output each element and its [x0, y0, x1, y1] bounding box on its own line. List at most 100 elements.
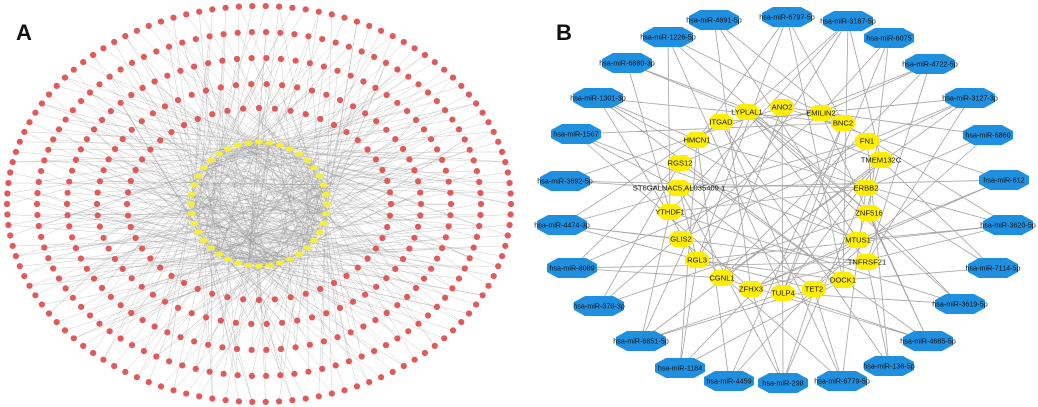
mirna-node [33, 200, 41, 208]
mirna-node-hsa-mir-6797-5p: hsa-miR-6797-5p [759, 7, 815, 27]
mirna-node [404, 108, 411, 115]
mirna-node [330, 121, 338, 129]
gene-node [199, 165, 209, 171]
mirna-node [149, 110, 156, 117]
gene-node-zfhx3: ZFHX3 [739, 281, 763, 297]
mirna-node [53, 82, 60, 89]
mirna-node [507, 211, 514, 218]
mirna-node [263, 346, 270, 353]
mirna-node [362, 110, 369, 117]
mirna-node [62, 116, 69, 123]
gene-node-tmem132c: TMEM132C [861, 152, 902, 168]
mirna-node [277, 372, 284, 379]
mirna-node [149, 291, 156, 298]
gene-node-label: ST6GALNAC5,AL035409.1 [633, 184, 725, 193]
mirna-node-label: hsa-miR-4474-3p [534, 221, 590, 230]
mirna-node [392, 136, 399, 143]
gene-node-shape [831, 115, 855, 131]
mirna-node-hsa-mir-6860: hsa-miR-6860 [963, 125, 1013, 145]
mirna-node [183, 390, 190, 397]
mirna-node [276, 398, 283, 405]
gene-node [254, 263, 264, 269]
mirna-node [100, 234, 107, 241]
mirna-node-shape [979, 170, 1029, 190]
mirna-node-label: hsa-miR-138-5p [863, 362, 915, 371]
mirna-node [364, 146, 371, 153]
mirna-node [78, 303, 85, 310]
mirna-node [157, 264, 164, 271]
mirna-node [442, 167, 449, 174]
mirna-node-hsa-mir-6075: hsa-miR-6075 [864, 28, 914, 48]
mirna-node [400, 38, 407, 46]
mirna-node [353, 383, 361, 390]
gene-node-bnc2: BNC2 [831, 115, 855, 131]
mirna-node-shape [762, 7, 812, 27]
mirna-node [455, 275, 463, 282]
gene-node-label: YTHDF1 [655, 208, 685, 217]
mirna-node [64, 189, 71, 196]
gene-node [315, 173, 324, 179]
mirna-node [164, 72, 171, 79]
mirna-node [157, 137, 164, 144]
mirna-node [328, 11, 335, 18]
mirna-node [50, 265, 57, 272]
mirna-node [180, 121, 188, 129]
mirna-node [55, 126, 63, 133]
mirna-node [305, 33, 312, 40]
mirna-node [372, 84, 379, 91]
mirna-node [217, 317, 224, 324]
mirna-node [349, 103, 357, 110]
mirna-node [206, 33, 213, 40]
gene-node [302, 157, 312, 163]
gene-node-shape [809, 105, 833, 121]
mirna-node [442, 107, 449, 114]
gene-node-emilin2: EMILIN2 [806, 105, 836, 121]
mirna-node [366, 22, 373, 29]
gene-node [214, 251, 224, 257]
mirna-node [222, 397, 229, 404]
mirna-node [53, 319, 60, 326]
mirna-node-hsa-mir-6851-5p: hsa-miR-6851-5p [613, 331, 669, 351]
mirna-node-label: hsa-miR-6075 [866, 34, 911, 43]
mirna-node [441, 66, 448, 73]
mirna-node [442, 294, 449, 301]
mirna-node [32, 109, 39, 116]
mirna-node [255, 296, 263, 304]
mirna-node [319, 365, 326, 372]
gene-node [319, 220, 328, 226]
mirna-node [206, 368, 213, 375]
mirna-node [378, 374, 385, 381]
gene-node-label: ANO2 [772, 103, 793, 112]
mirna-node [34, 211, 41, 219]
mirna-node [360, 323, 367, 330]
gene-node [206, 245, 216, 251]
mirna-node [291, 370, 298, 377]
mirna-node [394, 66, 401, 73]
mirna-node [106, 73, 113, 80]
mirna-node [100, 356, 107, 363]
gene-node-st6galnac5-al035409-1: ST6GALNAC5,AL035409.1 [633, 180, 725, 196]
mirna-node [111, 362, 118, 370]
gene-node-shape [735, 104, 759, 120]
mirna-node-shape [574, 296, 624, 316]
gene-node-label: BNC2 [833, 119, 853, 128]
mirna-node [417, 212, 424, 219]
mirna-node [248, 346, 255, 353]
mirna-node [323, 310, 330, 317]
mirna-node [506, 179, 513, 187]
mirna-node [69, 167, 76, 174]
gene-node-label: ITGAD [709, 118, 733, 127]
mirna-node [139, 156, 146, 163]
mirna-node [387, 200, 395, 208]
mirna-node-hsa-mir-612: hsa-miR-612 [979, 170, 1029, 190]
mirna-node [449, 74, 457, 81]
mirna-node [308, 314, 316, 321]
mirna-node [428, 265, 435, 272]
mirna-node [347, 72, 354, 79]
mirna-node-shape [864, 356, 914, 376]
mirna-node [373, 118, 380, 125]
mirna-node [26, 282, 33, 289]
mirna-node-hsa-mir-4691-5p: hsa-miR-4691-5p [686, 10, 742, 30]
gene-node-label: MTUS1 [845, 236, 871, 245]
mirna-node [16, 138, 23, 145]
